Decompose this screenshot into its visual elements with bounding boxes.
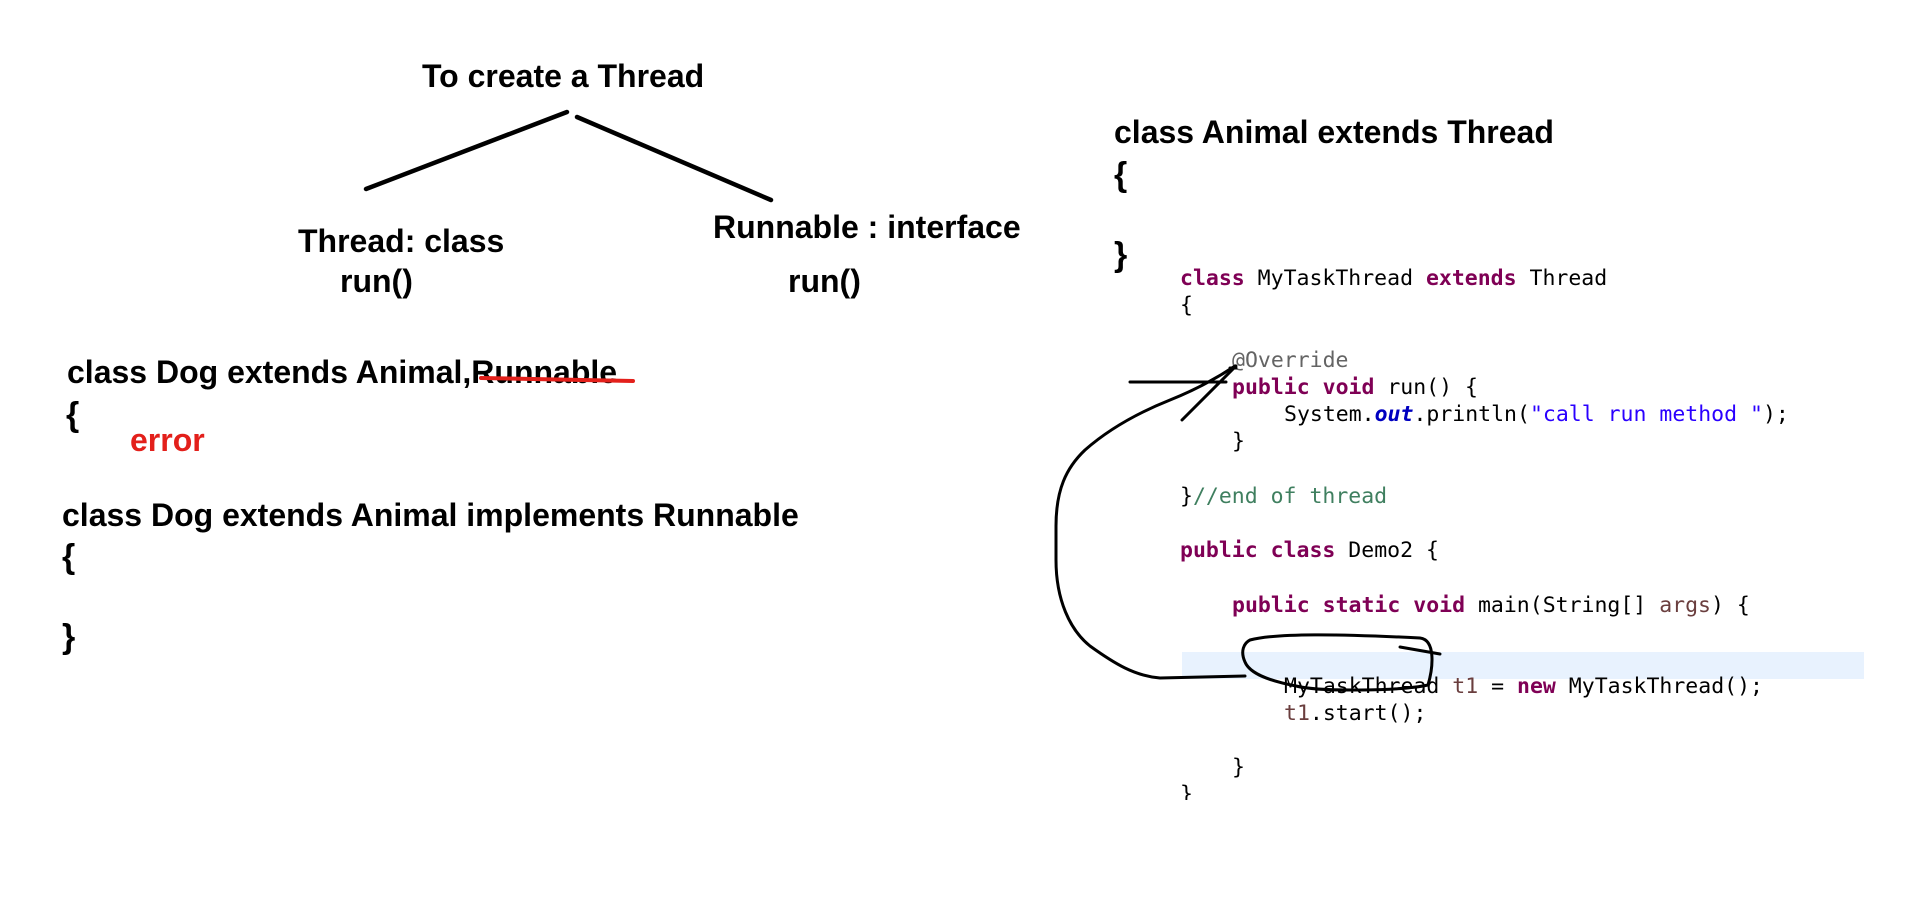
code-line-3: @Override bbox=[1232, 348, 1349, 373]
thread-class-label: Thread: class bbox=[298, 223, 505, 259]
strike-through-line bbox=[479, 376, 635, 383]
branch-line-right bbox=[574, 114, 774, 203]
code-line-11: t1.start(); bbox=[1284, 701, 1427, 726]
code-line-4: public void run() { bbox=[1232, 375, 1478, 400]
thread-run-label: run() bbox=[340, 263, 413, 299]
code-line-6: } bbox=[1232, 429, 1245, 454]
circle-around-start bbox=[1241, 633, 1442, 692]
dog2-open-brace: { bbox=[62, 538, 76, 576]
runnable-run-label: run() bbox=[788, 263, 861, 299]
dog2-close-brace: } bbox=[62, 618, 76, 656]
current-line-highlight bbox=[1182, 652, 1864, 679]
code-line-7: }//end of thread bbox=[1180, 484, 1388, 509]
code-line-1: class MyTaskThread extends Thread bbox=[1180, 266, 1608, 291]
code-line-13: } bbox=[1180, 782, 1193, 800]
code-line-9: public static void main(String[] args) { bbox=[1232, 593, 1750, 618]
code-line-2: { bbox=[1180, 293, 1193, 318]
dog-open-brace: { bbox=[66, 396, 80, 434]
dog-declaration-valid: class Dog extends Animal implements Runn… bbox=[62, 497, 799, 533]
code-line-12: } bbox=[1232, 755, 1245, 780]
struck-runnable: Runnable bbox=[471, 354, 618, 390]
runnable-interface-label: Runnable : interface bbox=[713, 209, 1021, 245]
dog-declaration-invalid: class Dog extends Animal,Runnable bbox=[67, 354, 617, 391]
branch-line-left bbox=[363, 109, 570, 192]
code-line-8: public class Demo2 { bbox=[1180, 538, 1439, 563]
diagram-root-label: To create a Thread bbox=[422, 58, 705, 94]
animal-declaration: class Animal extends Thread bbox=[1114, 114, 1554, 150]
arrow-head bbox=[1128, 364, 1238, 422]
code-line-5: System.out.println("call run method "); bbox=[1284, 402, 1789, 427]
dog-declaration-prefix: class Dog extends Animal, bbox=[67, 354, 472, 390]
call-arrow bbox=[1054, 364, 1247, 680]
animal-open-brace: { bbox=[1114, 156, 1128, 194]
animal-close-brace: } bbox=[1114, 236, 1128, 274]
error-label: error bbox=[130, 422, 205, 458]
